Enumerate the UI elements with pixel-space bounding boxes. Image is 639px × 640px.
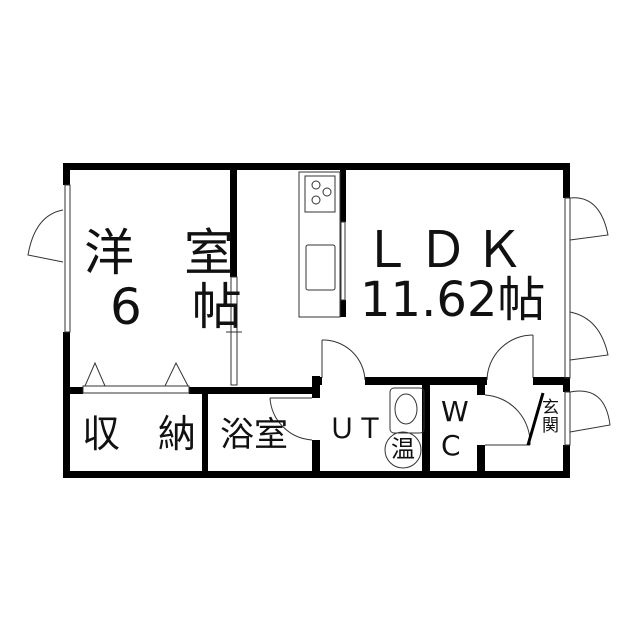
entrance-step xyxy=(526,392,545,446)
wall-wc-entry-top xyxy=(477,380,485,395)
stove xyxy=(304,175,336,213)
bedroom-size: 6 帖 xyxy=(110,278,242,336)
wall-bedroom-ldk xyxy=(230,163,237,277)
entrance-label-bottom: 関 xyxy=(542,416,559,436)
bath-door xyxy=(269,397,313,441)
kitchen-counter xyxy=(298,171,341,318)
wall-left-bottom xyxy=(63,332,70,478)
fixtures xyxy=(27,171,611,469)
closet-door xyxy=(82,385,190,394)
wall-right-3 xyxy=(563,445,570,478)
sink xyxy=(305,244,336,291)
toilet-label-bottom: C xyxy=(441,429,461,462)
kitchen-window xyxy=(340,221,346,301)
storage-name: 収 納 xyxy=(82,412,197,456)
wall-wc-entry-bottom xyxy=(477,445,485,475)
bathroom-name: 浴室 xyxy=(220,415,288,455)
ldk-size: 11.62帖 xyxy=(360,272,546,328)
water-heater xyxy=(384,431,422,469)
wall-bath-ut-top xyxy=(312,376,320,398)
ldk-name: ＬＤＫ xyxy=(362,221,530,279)
toilet-label-top: W xyxy=(441,395,469,428)
wall-storage-bath xyxy=(202,390,208,475)
bedroom-window-swing xyxy=(27,209,64,263)
wall-closet-right xyxy=(189,387,315,394)
closet-door-mark xyxy=(84,361,106,387)
washbasin xyxy=(389,387,425,434)
utility-name: ＵＴ xyxy=(328,412,385,445)
water-heater-label: 温 xyxy=(391,435,415,463)
toilet-door xyxy=(484,394,531,446)
entrance-door-frame xyxy=(564,391,571,446)
wall-left-top xyxy=(63,163,70,185)
sliding-door xyxy=(230,276,238,386)
balcony-door xyxy=(569,197,609,241)
wall-closet-left xyxy=(63,387,83,394)
window-left xyxy=(64,184,71,333)
wall-ut-wc xyxy=(422,380,430,475)
wall-bath-ut-bottom xyxy=(312,440,320,475)
bedroom-name: 洋 室 xyxy=(84,224,234,282)
entrance-label-top: 玄 xyxy=(542,398,559,418)
front-door-swing xyxy=(569,390,611,433)
wall-right-1 xyxy=(563,163,570,198)
wall-top xyxy=(63,163,570,170)
window-right xyxy=(564,197,571,379)
walls xyxy=(63,163,570,478)
